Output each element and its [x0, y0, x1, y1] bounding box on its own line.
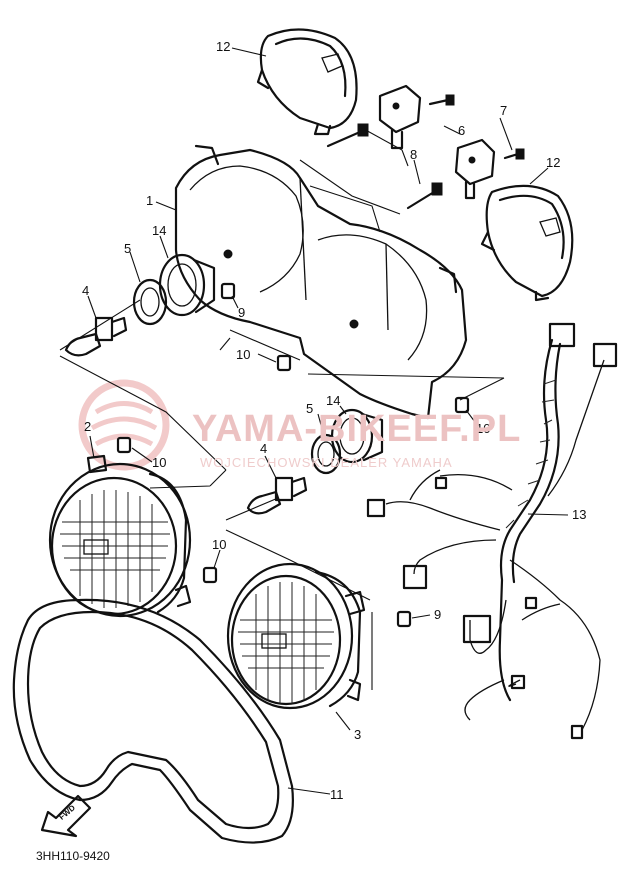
- callout-10-d: 10: [212, 537, 227, 552]
- callout-9-upper: 9: [238, 305, 246, 320]
- callout-14-lower: 14: [326, 393, 341, 408]
- grommet-10-c: [116, 436, 132, 454]
- callout-10-a: 10: [236, 347, 251, 362]
- callout-13: 13: [572, 507, 587, 522]
- socket-ring-left: [132, 278, 168, 326]
- bulb-left: [64, 316, 128, 357]
- callout-10-b: 10: [476, 421, 491, 436]
- callout-14-upper: 14: [152, 223, 167, 238]
- callout-11: 11: [330, 787, 344, 802]
- headlight-housing: [174, 144, 468, 420]
- callout-9-lower: 9: [434, 607, 442, 622]
- grommet-10-a: [276, 354, 292, 372]
- callout-4-upper: 4: [82, 283, 90, 298]
- socket-ring-right: [310, 433, 342, 475]
- callout-6: 6: [458, 123, 466, 138]
- callout-leaders: [87, 47, 569, 795]
- callout-12-right: 12: [546, 155, 561, 170]
- callout-4-lower: 4: [260, 441, 268, 456]
- diagram-reference-code: 3HH110-9420: [36, 849, 110, 863]
- screw-7b: [503, 148, 525, 160]
- wiring-harness: [366, 322, 618, 740]
- callout-8: 8: [410, 147, 418, 162]
- bolt-8a: [326, 123, 369, 148]
- callout-3: 3: [354, 727, 362, 742]
- mount-bracket-upper: [378, 84, 422, 150]
- bolt-8b: [406, 182, 443, 210]
- forward-arrow: [40, 794, 92, 838]
- headlight-unit-left: [48, 462, 192, 618]
- callout-2: 2: [84, 419, 92, 434]
- headlight-rim-upper: [256, 28, 358, 136]
- headlight-unit-right: [226, 562, 366, 710]
- callout-1: 1: [146, 193, 154, 208]
- leader-lines: [59, 127, 505, 690]
- grommet-10-d: [202, 566, 218, 584]
- grommet-9-upper: [220, 282, 236, 300]
- grommet-10-b: [454, 396, 470, 414]
- callout-12-upper: 12: [216, 39, 231, 54]
- headlight-bezel-frame: [12, 598, 294, 844]
- callout-5-upper: 5: [124, 241, 132, 256]
- callout-10-c: 10: [152, 455, 167, 470]
- clip-2: [86, 454, 108, 474]
- callout-7: 7: [500, 103, 508, 118]
- screw-7a: [428, 94, 455, 106]
- mount-bracket-lower: [454, 138, 496, 200]
- watermark-subtext: WOJCIECHOWSKI DEALER YAMAHA: [200, 455, 453, 470]
- grommet-9-lower: [396, 610, 412, 628]
- watermark-logo: [78, 379, 170, 471]
- watermark-text: YAMA-BIKEEF.PL: [192, 408, 522, 450]
- bulb-right: [246, 476, 308, 515]
- bulb-cover-left: [158, 253, 216, 317]
- callout-5-lower: 5: [306, 401, 314, 416]
- headlight-rim-right: [480, 184, 574, 302]
